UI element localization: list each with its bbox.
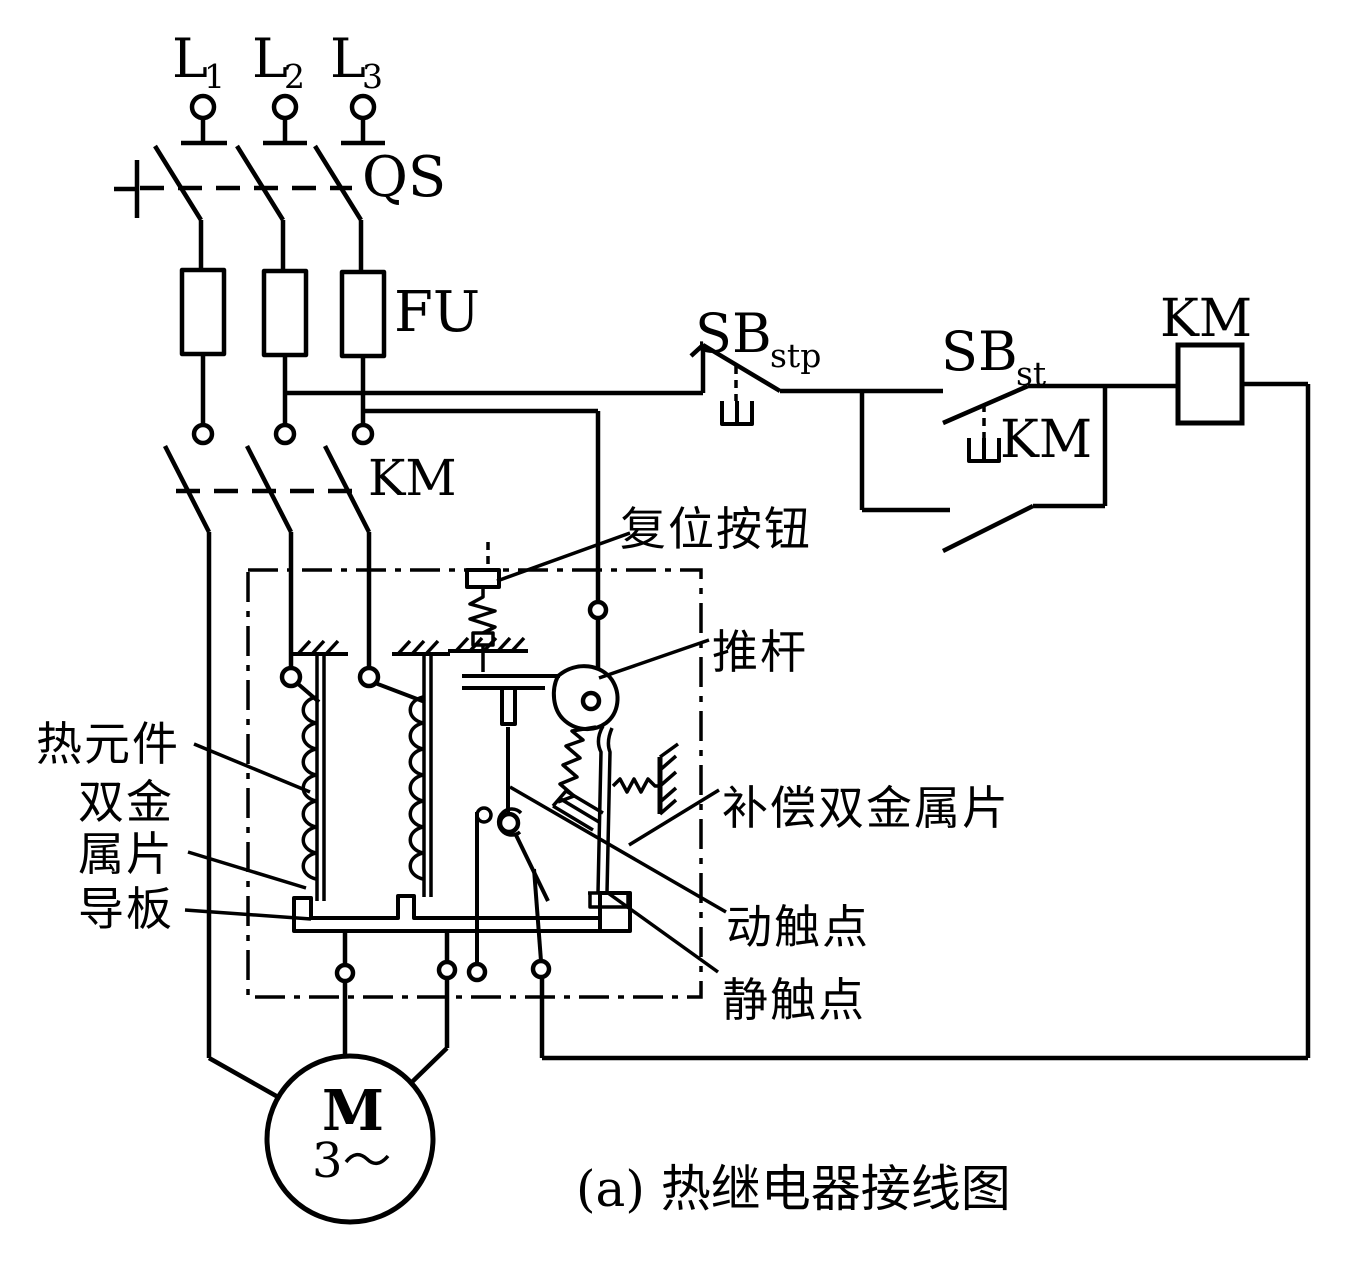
guide-plate-label: 导板 — [78, 882, 174, 936]
bimetal-label-line2: 属片 — [78, 827, 174, 881]
km-main-contacts — [162, 422, 375, 1099]
phase-l3-label: L — [330, 27, 366, 90]
adjust-spring-anchor — [611, 742, 680, 816]
sb-stop-subscript: stp — [770, 336, 821, 375]
km-aux-label: KM — [1000, 410, 1092, 470]
relay-bottom-terminals — [334, 931, 488, 1084]
compensating-bimetal-label: 补偿双金属片 — [722, 781, 1010, 835]
phase-l3-subscript: 3 — [362, 57, 383, 96]
qs-label: QS — [362, 145, 446, 210]
sb-start-subscript: st — [1016, 354, 1046, 393]
reset-button — [448, 542, 528, 672]
phase-l2-label: L — [252, 27, 288, 90]
sb-stop-label: SB — [695, 302, 772, 365]
heater-element-1 — [279, 639, 348, 901]
motor-phase-count: 3 — [312, 1133, 343, 1189]
figure-caption: (a) 热继电器接线图 — [576, 1160, 1011, 1218]
motor-ac-tilde-icon — [344, 1152, 390, 1166]
moving-contact-label: 动触点 — [726, 900, 870, 954]
km-coil — [1175, 342, 1311, 1058]
tension-spring — [551, 725, 604, 832]
push-rod-label: 推杆 — [712, 625, 808, 679]
compensating-bimetal-strip — [588, 725, 630, 909]
annotation-leader-lines — [184, 531, 727, 974]
return-wire — [530, 868, 1308, 1061]
fu-label: FU — [394, 280, 480, 345]
push-rod — [462, 664, 620, 732]
control-branch-wires — [285, 390, 703, 670]
static-contact-label: 静触点 — [722, 973, 866, 1027]
heater-element-2 — [357, 639, 450, 897]
bimetal-label-line1: 双金 — [78, 775, 174, 829]
motor — [264, 1053, 436, 1225]
phase-l2-subscript: 2 — [284, 57, 305, 96]
km-aux-contact — [859, 386, 1108, 554]
qs-disconnect-switch — [114, 144, 364, 272]
phase-l1-label: L — [172, 27, 208, 90]
reset-button-label: 复位按钮 — [620, 502, 812, 556]
km-coil-label: KM — [1160, 289, 1252, 349]
motor-letter: M — [322, 1078, 384, 1144]
labels: L 1 L 2 L 3 QS FU KM SB stp SB st KM KM … — [36, 27, 1252, 1218]
km-main-label: KM — [368, 449, 457, 507]
fuse-fu — [179, 267, 387, 425]
phase-terminals — [181, 93, 385, 146]
guide-plate — [292, 891, 632, 933]
phase-l1-subscript: 1 — [204, 57, 225, 96]
sb-start-label: SB — [941, 320, 1018, 383]
heating-element-label: 热元件 — [36, 717, 180, 771]
contact-assembly — [475, 727, 550, 964]
